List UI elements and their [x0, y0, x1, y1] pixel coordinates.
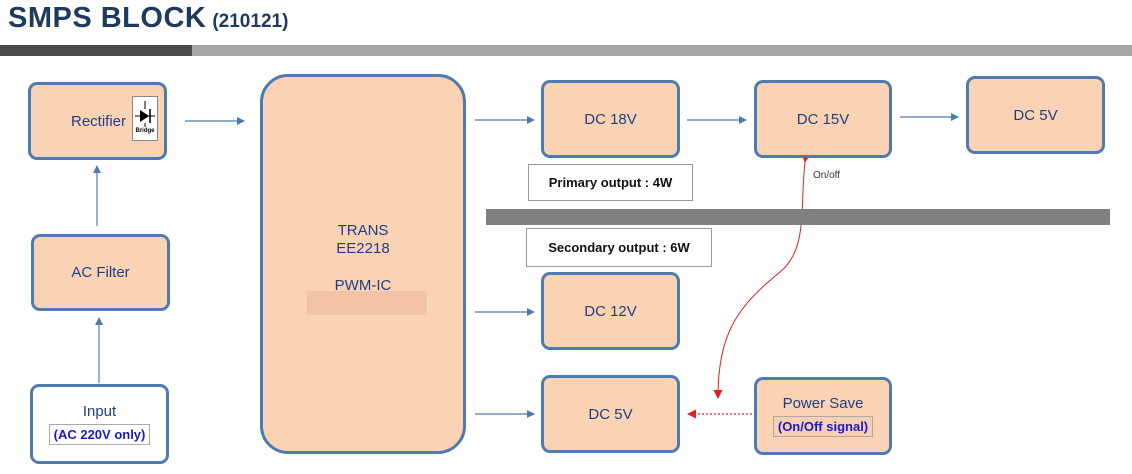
bridge-diode-icon: Bridge — [132, 96, 158, 141]
dc12-block: DC 12V — [541, 272, 680, 350]
secondary-output-note: Secondary output : 6W — [526, 228, 712, 267]
power-save-label: Power Save — [782, 395, 864, 412]
bridge-symbol — [135, 101, 155, 127]
ac-filter-block: AC Filter — [31, 234, 170, 311]
signal-curve-onoff — [713, 153, 811, 399]
header-bar-light — [192, 45, 1132, 56]
bridge-label: Bridge — [135, 128, 155, 134]
trans-label: TRANS — [337, 222, 389, 239]
dc5-bottom-label: DC 5V — [588, 405, 633, 423]
ac-filter-label: AC Filter — [71, 264, 130, 281]
primary-output-note: Primary output : 4W — [528, 164, 693, 201]
dc18-label: DC 18V — [584, 110, 637, 128]
input-label: Input — [82, 403, 117, 420]
title-text: SMPS BLOCK — [8, 2, 207, 34]
primary-secondary-divider — [486, 209, 1110, 225]
pwm-ic-strip — [307, 291, 427, 315]
input-sub-label: (AC 220V only) — [48, 424, 151, 445]
title-date: (210121) — [212, 11, 289, 32]
dc12-label: DC 12V — [584, 302, 637, 320]
input-block: Input (AC 220V only) — [30, 384, 169, 464]
page-title: SMPS BLOCK(210121) — [8, 2, 288, 35]
dc15-block: DC 15V — [754, 80, 892, 158]
trans-block: TRANS EE2218 PWM-IC — [260, 74, 466, 454]
dc5-top-block: DC 5V — [966, 76, 1105, 154]
rectifier-label: Rectifier — [71, 112, 127, 130]
dc5-top-label: DC 5V — [1013, 106, 1058, 124]
power-save-block: Power Save (On/Off signal) — [754, 377, 892, 455]
trans-model-label: EE2218 — [336, 240, 390, 257]
dc15-label: DC 15V — [796, 110, 850, 128]
onoff-label: On/off — [813, 170, 841, 181]
dc18-block: DC 18V — [541, 80, 680, 158]
trans-text-group: TRANS EE2218 — [263, 222, 463, 258]
dc5-bottom-block: DC 5V — [541, 375, 680, 453]
header-bar-dark — [0, 45, 192, 56]
pwm-ic-label: PWM-IC — [334, 277, 392, 294]
power-save-sub-label: (On/Off signal) — [772, 416, 874, 437]
